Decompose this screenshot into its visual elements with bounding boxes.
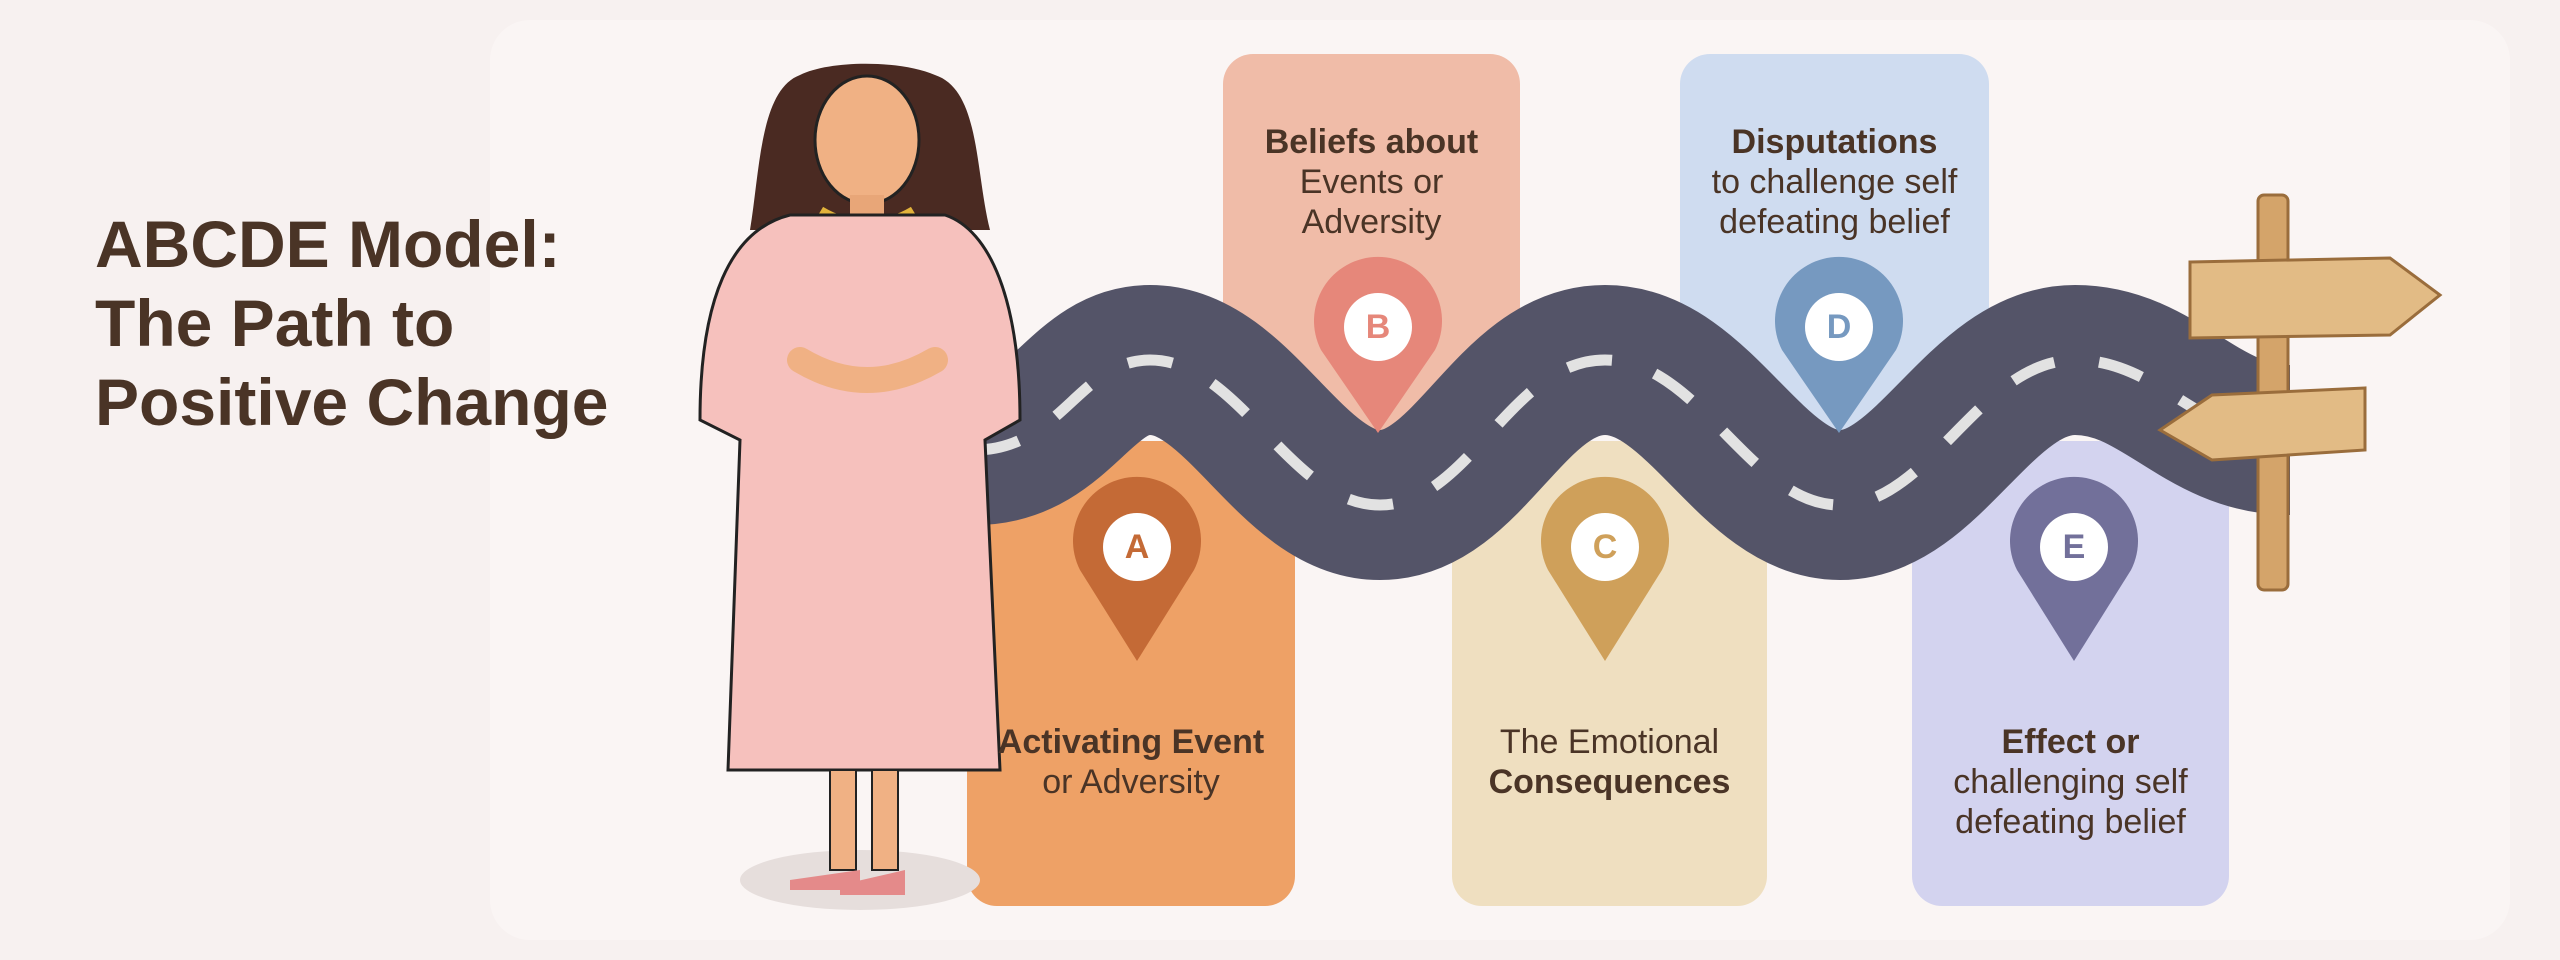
card-a-text: Activating Event or Adversity bbox=[967, 722, 1295, 802]
title-line-3: Positive Change bbox=[95, 365, 609, 439]
pin-e-letter: E bbox=[2062, 528, 2086, 566]
pin-b-letter: B bbox=[1365, 308, 1391, 346]
card-e-title: Effect or bbox=[2001, 723, 2140, 761]
card-b-title: Beliefs about bbox=[1264, 123, 1479, 161]
title-line-2: The Path to bbox=[95, 286, 455, 360]
pin-a-icon bbox=[1073, 476, 1201, 661]
pin-a-letter: A bbox=[1124, 528, 1150, 566]
pin-b-icon bbox=[1314, 256, 1442, 433]
pin-c-icon bbox=[1541, 476, 1670, 661]
pin-c-letter: C bbox=[1592, 528, 1618, 566]
card-d-text: Disputations to challenge self defeating… bbox=[1680, 122, 1989, 242]
pin-d-icon bbox=[1775, 256, 1904, 433]
card-b-text: Beliefs about Events or Adversity bbox=[1223, 122, 1520, 242]
card-c-title: Consequences bbox=[1488, 763, 1731, 801]
pin-d-letter: D bbox=[1826, 308, 1852, 346]
card-c-pretitle: The Emotional bbox=[1499, 723, 1720, 761]
card-e-subtitle-1: challenging self bbox=[1953, 763, 2188, 801]
card-b-subtitle-2: Adversity bbox=[1301, 203, 1442, 241]
pin-e-icon bbox=[2010, 476, 2138, 661]
card-d-subtitle-1: to challenge self bbox=[1711, 163, 1958, 201]
card-a-subtitle: or Adversity bbox=[1042, 763, 1220, 801]
woman-illustration bbox=[698, 63, 1022, 910]
card-d-title: Disputations bbox=[1731, 123, 1938, 161]
card-e-text: Effect or challenging self defeating bel… bbox=[1912, 722, 2229, 842]
card-c-text: The Emotional Consequences bbox=[1452, 722, 1767, 802]
card-e-subtitle-2: defeating belief bbox=[1955, 803, 2186, 841]
page-title: ABCDE Model: The Path to Positive Change bbox=[95, 205, 608, 442]
signpost-icon bbox=[2157, 193, 2443, 592]
card-d-subtitle-2: defeating belief bbox=[1719, 203, 1950, 241]
road-center-dashes bbox=[974, 354, 2291, 511]
card-b-subtitle-1: Events or bbox=[1299, 163, 1444, 201]
title-line-1: ABCDE Model: bbox=[95, 207, 561, 281]
card-a-title: Activating Event bbox=[997, 723, 1265, 761]
